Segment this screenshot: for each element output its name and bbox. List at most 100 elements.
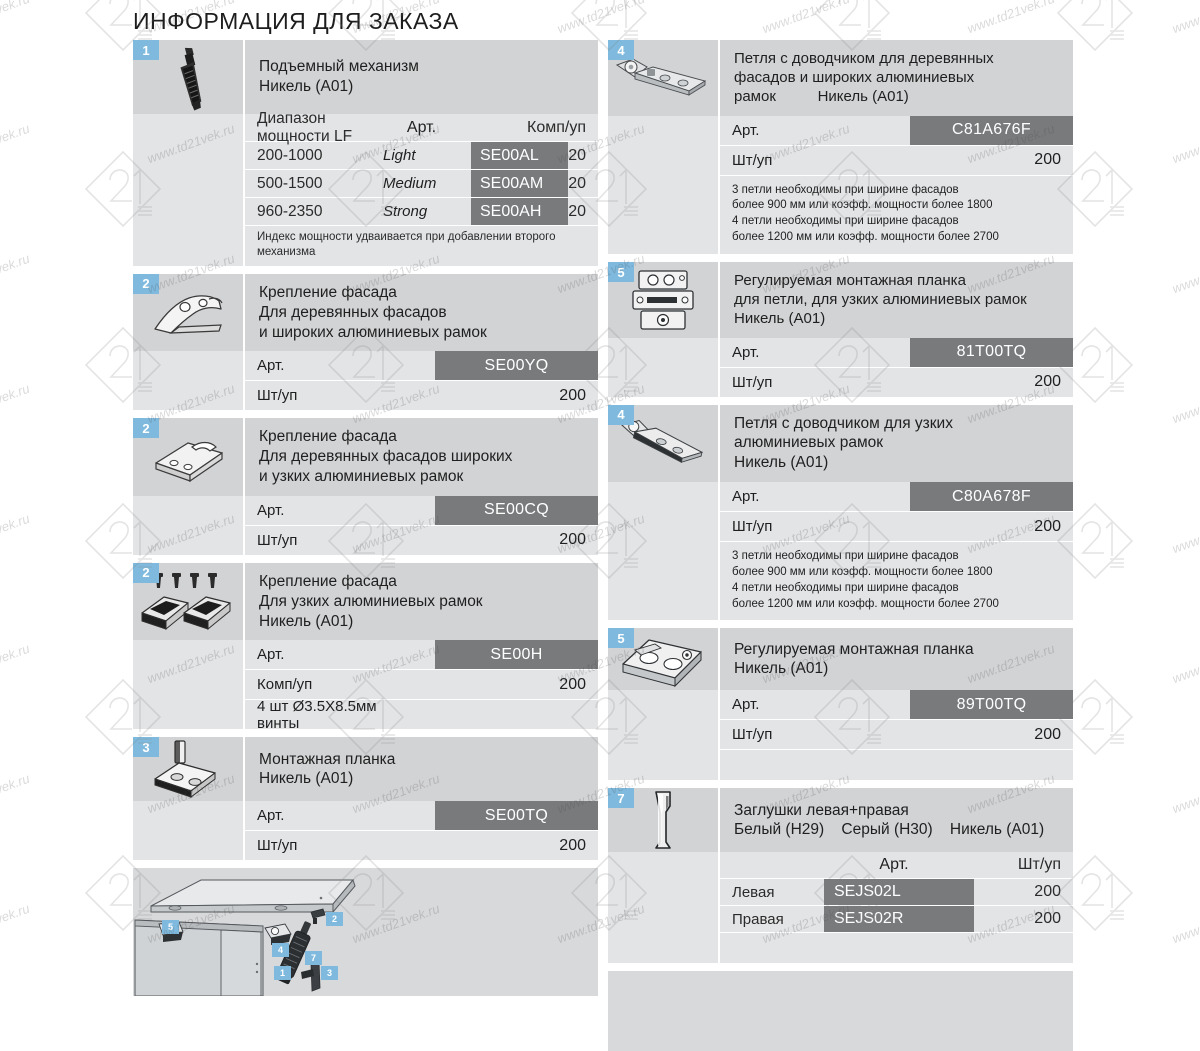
power-table-row[interactable]: 200-1000 Light SE00AL 20	[245, 141, 598, 169]
product-card-hinge-narrow[interactable]: 4 Петля с доводчико	[608, 404, 1073, 621]
pack-row[interactable]: Комп/уп 200	[245, 669, 598, 699]
article-row[interactable]: Арт. C81A676F	[720, 115, 1073, 145]
article-row[interactable]: Арт. C80A678F	[720, 482, 1073, 512]
row-label: Арт.	[732, 121, 760, 139]
rows-spacer	[133, 801, 243, 861]
article-number: SE00AL	[471, 142, 568, 169]
product-card-adjustable-plate[interactable]: 5 Регулируемая монтажная планка Нике	[608, 628, 1073, 781]
power-range: 500-1500	[257, 174, 323, 192]
caps-table-row[interactable]: Левая SEJS02L 200	[720, 878, 1073, 906]
card-rows: Диапазон мощности LF Арт. Комп/уп 200-10…	[133, 110, 598, 266]
pack-row[interactable]: Шт/уп 200	[720, 366, 1073, 397]
watermark-text: www.td21vek.ru	[0, 900, 32, 947]
cabinet-assembly-diagram: 5 2 4 7 1 3	[133, 868, 598, 997]
description: Крепление фасада Для узких алюминиевых р…	[243, 562, 598, 641]
end-cap-icon	[655, 791, 671, 850]
desc-line-3: Никель (А01)	[734, 454, 829, 472]
side-label: Правая	[732, 910, 784, 928]
desc-line-3: Никель (А01)	[259, 612, 354, 630]
row-label: Арт.	[732, 696, 760, 714]
article-number: SE00CQ	[435, 495, 598, 525]
article-number: C81A676F	[910, 115, 1073, 145]
description: Монтажная планка Никель (А01)	[243, 737, 598, 802]
product-card-facade-plate[interactable]: 2 Крепление фасада Для деревянных фасадо…	[133, 418, 598, 555]
diagram-callout-5: 5	[162, 920, 179, 935]
desc-line-1: Регулируемая монтажная планка	[734, 272, 966, 289]
page-title: ИНФОРМАЦИЯ ДЛЯ ЗАКАЗА	[133, 8, 459, 34]
desc-line-1: Подъемный механизм	[259, 58, 419, 76]
row-label: Арт.	[257, 807, 285, 825]
desc-line-2: Никель (А01)	[734, 660, 829, 678]
row-label: Шт/уп	[257, 531, 298, 549]
card-rows: Арт. SE00CQ Шт/уп 200	[133, 495, 598, 555]
pack-row[interactable]: Шт/уп 200	[245, 524, 598, 555]
card-rows: Арт. SE00YQ Шт/уп 200	[133, 351, 598, 411]
pack-qty: 200	[1034, 910, 1061, 928]
desc-line-3: рамок Никель (А01)	[734, 88, 909, 106]
pack-row[interactable]: Шт/уп 200	[720, 719, 1073, 749]
rows-spacer	[133, 495, 243, 555]
desc-line-3: и узких алюминиевых рамок	[259, 468, 464, 486]
qty-header: Шт/уп	[1017, 856, 1061, 874]
article-row[interactable]: Арт. SE00TQ	[245, 801, 598, 831]
thumbnail: 7	[608, 788, 718, 853]
rows-body: Арт. C80A678F Шт/уп 200 3 петли необходи…	[718, 482, 1073, 621]
article-row[interactable]: Арт. SE00H	[245, 640, 598, 670]
pack-row[interactable]: Шт/уп 200	[720, 511, 1073, 541]
row-value: 200	[1034, 725, 1061, 743]
hinge-narrow-icon	[620, 420, 704, 464]
qty-header: Комп/уп	[527, 118, 586, 136]
power-table-row[interactable]: 500-1500 Medium SE00AM 20	[245, 169, 598, 197]
item-number-badge: 2	[133, 273, 159, 294]
diagram-callout-3: 3	[321, 966, 338, 981]
rows-spacer	[608, 115, 718, 254]
card-rows: Арт. C80A678F Шт/уп 200 3 петли необходи…	[608, 482, 1073, 621]
screws-note-row: 4 шт Ø3.5X8.5мм винты	[245, 698, 598, 732]
rows-body: Арт. 89T00TQ Шт/уп 200	[718, 690, 1073, 781]
desc-line-3: и широких алюминиевых рамок	[259, 323, 487, 341]
pack-row[interactable]: Шт/уп 200	[720, 144, 1073, 175]
screws-group	[154, 572, 217, 588]
article-row[interactable]: Арт. 89T00TQ	[720, 690, 1073, 720]
watermark-text: www.td21vek.ru	[1170, 900, 1200, 947]
row-value: 200	[559, 675, 586, 693]
pack-qty: 200	[1034, 883, 1061, 901]
power-table-row[interactable]: 960-2350 Strong SE00AH 20	[245, 197, 598, 225]
diagram-callout-4: 4	[272, 943, 289, 958]
diagram-callout-2: 2	[326, 912, 343, 927]
rows-body: Арт. 81T00TQ Шт/уп 200	[718, 337, 1073, 397]
desc-line-1: Регулируемая монтажная планка	[734, 640, 974, 658]
article-number: 81T00TQ	[910, 337, 1073, 367]
pack-row[interactable]: Шт/уп 200	[245, 830, 598, 860]
item-number-badge: 4	[608, 404, 634, 425]
product-card-narrow-frame-clips[interactable]: 2	[133, 562, 598, 732]
card-header: 3 Монтажная планка Никель (А01)	[133, 737, 598, 802]
product-card-hinge-wide[interactable]: 4 Петля с доводчиком для деревянн	[608, 40, 1073, 254]
article-row[interactable]: Арт. SE00YQ	[245, 351, 598, 381]
card-header: 5 Регул	[608, 262, 1073, 338]
desc-line-1: Крепление фасада	[259, 572, 397, 590]
desc-line-2: фасадов и широких алюминиевых	[734, 69, 975, 87]
power-table-header: Диапазон мощности LF Арт. Комп/уп	[245, 110, 598, 145]
desc-line-2: Никель (А01)	[259, 770, 354, 788]
product-card-end-caps[interactable]: 7 Заглушки левая+правая Белый (Н29) Серы…	[608, 788, 1073, 964]
description: Крепление фасада Для деревянных фасадов …	[243, 273, 598, 352]
pack-row[interactable]: Шт/уп 200	[245, 380, 598, 410]
product-card-facade-bracket[interactable]: 2 Крепление фасада Для деревянных фасадо…	[133, 273, 598, 411]
article-number: SE00TQ	[435, 801, 598, 831]
hinge-wide-icon	[615, 58, 707, 96]
power-grade: Medium	[383, 175, 437, 192]
article-row[interactable]: Арт. 81T00TQ	[720, 337, 1073, 367]
thumbnail: 1	[133, 40, 243, 114]
caps-table-row[interactable]: Правая SEJS02R 200	[720, 905, 1073, 933]
product-card-lift-mechanism[interactable]: 1	[133, 40, 598, 266]
desc-line-1: Крепление фасада	[259, 428, 397, 446]
row-label: Шт/уп	[732, 726, 773, 744]
product-card-adjustable-plate-narrow[interactable]: 5 Регул	[608, 262, 1073, 397]
card-rows: Арт. SE00TQ Шт/уп 200	[133, 801, 598, 861]
article-row[interactable]: Арт. SE00CQ	[245, 495, 598, 525]
desc-line-1: Крепление фасада	[259, 283, 397, 301]
product-card-mounting-plate[interactable]: 3 Монтажная планка Никель (А01)	[133, 737, 598, 861]
side-label: Левая	[732, 883, 775, 901]
row-label: Комп/уп	[257, 676, 313, 694]
